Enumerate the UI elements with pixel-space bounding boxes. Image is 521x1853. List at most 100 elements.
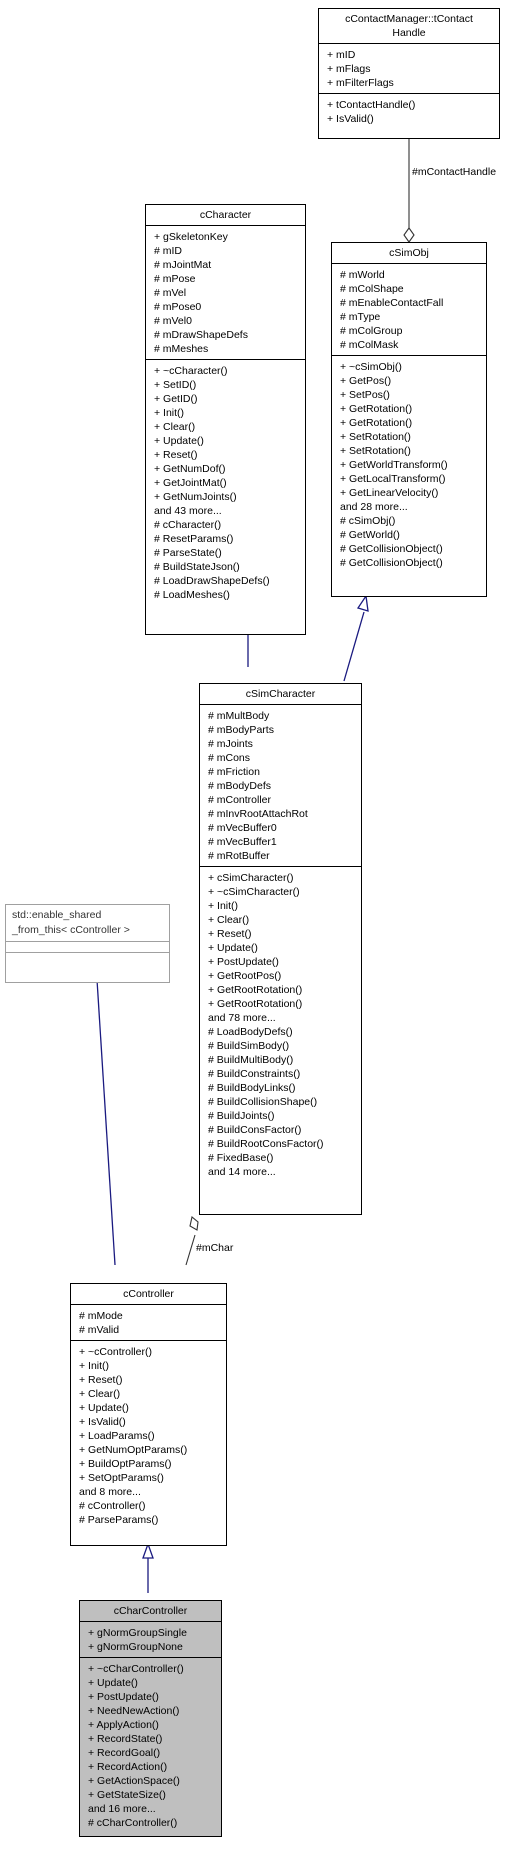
member-item: # mMultBody (208, 710, 270, 722)
member-item: + GetNumJoints() (154, 491, 237, 503)
member-item: + SetRotation() (340, 431, 411, 443)
member-item: + cSimCharacter() (208, 872, 294, 884)
member-item: # BuildStateJson() (154, 561, 240, 573)
member-item: + GetRotation() (340, 417, 413, 429)
member-item: # BuildConstraints() (208, 1068, 301, 1080)
class-title: cContactManager::tContact Handle (345, 13, 473, 39)
methods-section (6, 952, 169, 963)
member-item: # mJointMat (154, 259, 212, 271)
attributes-section: # mMultBody# mBodyParts# mJoints# mCons#… (200, 704, 361, 866)
edge-controller-simcharacter (185, 1234, 196, 1266)
member-item: and 14 more... (208, 1166, 276, 1178)
methods-section: + ~cCharacter()+ SetID()+ GetID()+ Init(… (146, 359, 305, 605)
class-sim-character[interactable]: cSimCharacter # mMultBody # mBodyParts # m… (199, 683, 362, 1215)
member-item: + gSkeletonKey (154, 231, 228, 243)
member-item: # mFriction (208, 766, 260, 778)
member-item: # mJoints (208, 738, 253, 750)
member-item: + ~cCharController() (88, 1663, 184, 1675)
member-item: + Reset() (79, 1374, 123, 1386)
member-item: + gNormGroupNone (88, 1641, 183, 1653)
member-item: + GetLinearVelocity() (340, 487, 439, 499)
edge-simcharacter-to-simobj (343, 611, 365, 682)
member-item: # cCharController() (88, 1817, 178, 1829)
class-title: cController (123, 1288, 174, 1300)
member-item: # BuildSimBody() (208, 1040, 290, 1052)
class-character[interactable]: cCharacter + gSkeletonKey# mID# mJointMa… (145, 204, 306, 635)
member-item: # mVel (154, 287, 187, 299)
class-title: cSimCharacter (245, 688, 316, 700)
methods-section: + ~cCharController()+ Update()+ PostUpda… (80, 1657, 221, 1833)
member-item: + RecordAction() (88, 1761, 168, 1773)
member-item: + GetWorldTransform() (340, 459, 448, 471)
member-item: + Update() (88, 1677, 138, 1689)
member-item: + GetJointMat() (154, 477, 227, 489)
methods-section: + tContactHandle()+ IsValid() (319, 93, 499, 129)
methods-section: + ~cSimObj()+ GetPos()+ SetPos()+ GetRot… (332, 355, 486, 573)
attributes-section: + gNormGroupSingle + gNormGroupNone (80, 1621, 221, 1657)
member-item: + LoadParams() (79, 1430, 155, 1442)
member-item: + GetStateSize() (88, 1789, 166, 1801)
member-item: + Clear() (154, 421, 196, 433)
member-item: + GetActionSpace() (88, 1775, 180, 1787)
member-item: + GetID() (154, 393, 198, 405)
member-item: # mBodyParts (208, 724, 274, 736)
member-item: # mMeshes (154, 343, 209, 355)
inherit-arrow-controller-icon (142, 1542, 154, 1559)
class-sim-obj[interactable]: cSimObj # mWorld# mColShape# mEnableCont… (331, 242, 487, 597)
member-item: + GetRotation() (340, 403, 413, 415)
member-item: # ParseState() (154, 547, 222, 559)
member-item: + Init() (79, 1360, 110, 1372)
member-item: # ParseParams() (79, 1514, 159, 1526)
member-item: # BuildRootConsFactor() (208, 1138, 324, 1150)
member-item: + ~cCharacter() (154, 365, 228, 377)
member-item: # BuildCollisionShape() (208, 1096, 318, 1108)
member-item: + Reset() (208, 928, 252, 940)
member-item: # mInvRootAttachRot (208, 808, 308, 820)
member-item: + GetLocalTransform() (340, 473, 446, 485)
aggregation-diamond-controller-icon (189, 1215, 199, 1231)
attributes-section: + gSkeletonKey # mID # mJointMat # mPose # m… (146, 225, 305, 359)
member-item: # mID (154, 245, 183, 257)
methods-section: + cSimCharacter()+ ~cSimCharacter()+ Ini… (200, 866, 361, 1182)
member-item: # cSimObj() (340, 515, 396, 527)
attributes-section (6, 941, 169, 952)
member-item: + SetID() (154, 379, 197, 391)
member-item: + GetRootPos() (208, 970, 282, 982)
member-item: # mVecBuffer0 (208, 822, 277, 834)
member-item: + mFilterFlags (327, 77, 394, 89)
member-item: and 16 more... (88, 1803, 156, 1815)
member-item: + mID (327, 49, 356, 61)
class-title: cSimObj (389, 247, 429, 259)
member-item: and 8 more... (79, 1486, 141, 1498)
class-controller[interactable]: cController # mMode# mValid + ~cControll… (70, 1283, 227, 1546)
member-item: + PostUpdate() (208, 956, 279, 968)
methods-section: + ~cController()+ Init()+ Reset()+ Clear… (71, 1340, 226, 1530)
member-item: # FixedBase() (208, 1152, 274, 1164)
member-item: # mType (340, 311, 381, 323)
member-item: # BuildConsFactor() (208, 1124, 302, 1136)
member-item: + SetRotation() (340, 445, 411, 457)
member-item: # LoadDrawShapeDefs() (154, 575, 270, 587)
member-item: # mVecBuffer1 (208, 836, 277, 848)
member-item: # mMode (79, 1310, 123, 1322)
class-title: cCharController (113, 1605, 188, 1617)
member-item: # mPose (154, 273, 196, 285)
member-item: # mColMask (340, 339, 399, 351)
member-item: # mDrawShapeDefs (154, 329, 248, 341)
member-item: # mPose0 (154, 301, 202, 313)
member-item: and 43 more... (154, 505, 222, 517)
member-item: + SetOptParams() (79, 1472, 164, 1484)
class-enable-shared-from-this[interactable]: std::enable_shared _from_this< cControll… (5, 904, 170, 983)
attributes-section: + mID+ mFlags+ mFilterFlags (319, 43, 499, 93)
class-char-controller[interactable]: cCharController + gNormGroupSingle+ gNor… (79, 1600, 222, 1837)
member-item: + tContactHandle() (327, 99, 416, 111)
member-item: + Clear() (208, 914, 250, 926)
member-item: + GetRootRotation() (208, 998, 303, 1010)
member-item: + gNormGroupSingle (88, 1627, 187, 1639)
member-item: + IsValid() (79, 1416, 126, 1428)
class-contact-handle[interactable]: cContactManager::tContact Handle + mID+ … (318, 8, 500, 139)
member-item: # LoadBodyDefs() (208, 1026, 293, 1038)
member-item: + RecordState() (88, 1733, 163, 1745)
attributes-section: # mMode# mValid (71, 1304, 226, 1340)
